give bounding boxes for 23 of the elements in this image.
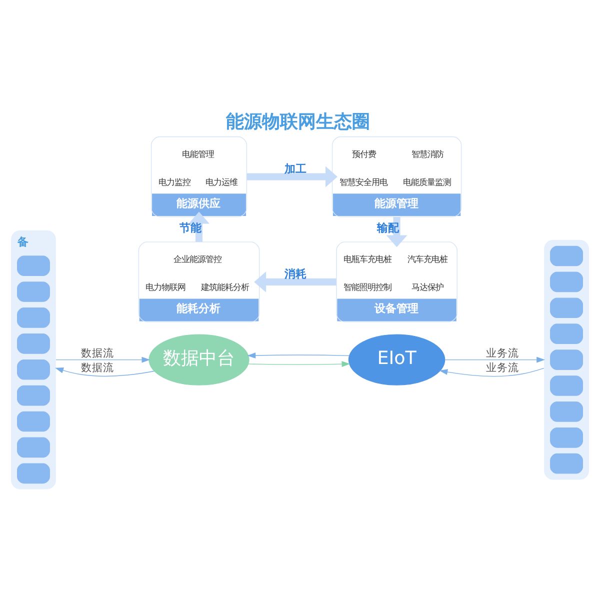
arrow — [439, 368, 544, 377]
arrow — [246, 166, 338, 188]
edge-label: 数据流 — [80, 347, 114, 360]
node-box — [544, 240, 589, 480]
edge-label: 节能 — [179, 221, 202, 234]
edge-label: 数据流 — [80, 362, 114, 374]
edge-label: 业务流 — [486, 347, 520, 360]
node-box: 备 — [11, 230, 56, 490]
arrow — [254, 271, 336, 292]
arrow — [247, 352, 350, 358]
edge-label: 业务流 — [486, 362, 520, 374]
arrow — [55, 368, 155, 377]
edge-label: 消耗 — [284, 268, 307, 281]
diagram-title: 能源物联网生态圈 — [226, 112, 370, 132]
arrow — [444, 356, 545, 363]
edge-label: 输配 — [377, 221, 400, 234]
node-ellipse: 数据中台 — [148, 334, 250, 386]
arrow — [188, 212, 210, 242]
node-ellipse: EIoT — [348, 334, 446, 386]
edge-label: 加工 — [284, 162, 307, 176]
arrow — [386, 217, 408, 248]
arrow — [56, 356, 150, 363]
arrow — [248, 361, 350, 368]
